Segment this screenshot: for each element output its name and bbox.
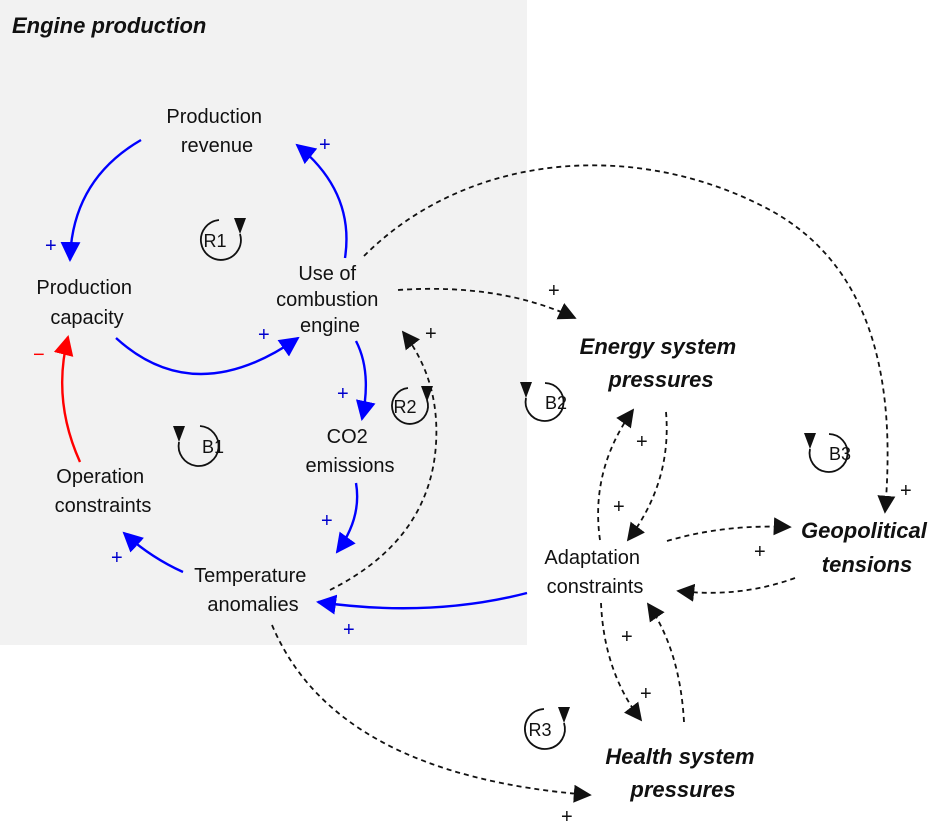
loop-r3-label: R3 <box>528 720 551 740</box>
loop-r2-arrowhead <box>421 386 433 402</box>
sign-temperature-to-health: + <box>561 806 573 828</box>
loop-r3: R3 <box>524 707 570 750</box>
link-operation-to-capacity <box>53 335 82 463</box>
sign-engine-to-geopolitical: + <box>900 480 912 502</box>
loop-r3-arc <box>524 708 566 750</box>
link-engine-to-co2 <box>354 340 376 421</box>
node-adaptation-constraints: Adaptation constraints <box>544 547 645 598</box>
sign-engine-to-energy: + <box>548 280 560 302</box>
link-engine-to-geopolitical <box>363 164 896 514</box>
loop-r2-arc <box>391 387 429 425</box>
link-revenue-to-capacity <box>60 138 142 262</box>
node-operation-constraints: Operation constraints <box>55 466 152 517</box>
loop-r3-arrowhead <box>558 707 570 723</box>
sign-energy-to-adaptation: + <box>613 496 625 518</box>
link-adaptation-to-health <box>600 602 643 722</box>
node-energy-system-pressures: Energy system pressures <box>580 334 743 392</box>
sign-co2-to-temperature: + <box>321 510 333 532</box>
link-engine-to-revenue <box>295 143 348 259</box>
loop-r2: R2 <box>391 386 433 425</box>
loop-b1: B1 <box>173 425 224 467</box>
loop-b2: B2 <box>520 382 567 422</box>
link-co2-to-temperature <box>335 482 359 554</box>
loop-b1-label: B1 <box>202 437 224 457</box>
loop-b1-arrowhead <box>173 426 185 442</box>
node-production-capacity: Production capacity <box>36 277 137 329</box>
sign-revenue-to-capacity: + <box>45 235 57 257</box>
loop-b1-arc <box>177 425 220 467</box>
sign-health-to-adaptation: + <box>640 683 652 705</box>
sign-engine-to-co2: + <box>337 383 349 405</box>
loop-b2-arc <box>524 382 565 422</box>
loop-b2-arrowhead <box>520 382 532 398</box>
loop-r1: R1 <box>199 218 246 261</box>
engine-production-region <box>0 0 527 645</box>
link-health-to-adaptation <box>646 602 685 723</box>
region-title: Engine production <box>12 13 206 38</box>
link-geopolitical-to-adaptation <box>676 577 796 602</box>
node-co2-emissions: CO2 emissions <box>306 426 395 477</box>
polarity-signs: + + + − + + + + + + + + + + + + + <box>33 134 912 828</box>
link-adaptation-to-geopolitical <box>666 517 792 542</box>
loop-b3-arc <box>808 433 849 473</box>
sign-temperature-to-engine: + <box>425 323 437 345</box>
sign-capacity-to-engine: + <box>258 324 270 346</box>
sign-adaptation-to-health: + <box>621 626 633 648</box>
loop-b3: B3 <box>804 433 851 473</box>
link-adaptation-to-energy <box>597 408 635 541</box>
link-temperature-to-operation <box>122 531 184 574</box>
loop-r1-arc <box>199 219 242 261</box>
sign-adaptation-to-geopolitical: + <box>754 541 766 563</box>
loop-r1-label: R1 <box>203 231 226 251</box>
node-geopolitical-tensions: Geopolitical tensions <box>801 518 933 577</box>
link-capacity-to-engine <box>115 336 300 376</box>
loop-r2-label: R2 <box>393 397 416 417</box>
sign-temperature-to-operation: + <box>111 547 123 569</box>
node-use-of-combustion-engine: Use of combustion engine <box>276 263 384 337</box>
sign-engine-to-revenue: + <box>319 134 331 156</box>
sign-adaptation-to-temperature: + <box>343 619 355 641</box>
node-health-system-pressures: Health system pressures <box>605 744 760 802</box>
sign-operation-to-capacity: − <box>33 344 45 366</box>
sign-adaptation-to-energy: + <box>636 431 648 453</box>
link-energy-to-adaptation <box>626 411 668 542</box>
loop-r1-arrowhead <box>234 218 246 234</box>
loop-b3-label: B3 <box>829 444 851 464</box>
loop-b3-arrowhead <box>804 433 816 449</box>
link-temperature-to-health <box>271 624 592 803</box>
link-adaptation-to-temperature <box>316 591 528 615</box>
loop-b2-label: B2 <box>545 393 567 413</box>
link-temperature-to-engine <box>329 330 438 591</box>
node-production-revenue: Production revenue <box>166 106 267 157</box>
node-temperature-anomalies: Temperature anomalies <box>194 565 312 616</box>
